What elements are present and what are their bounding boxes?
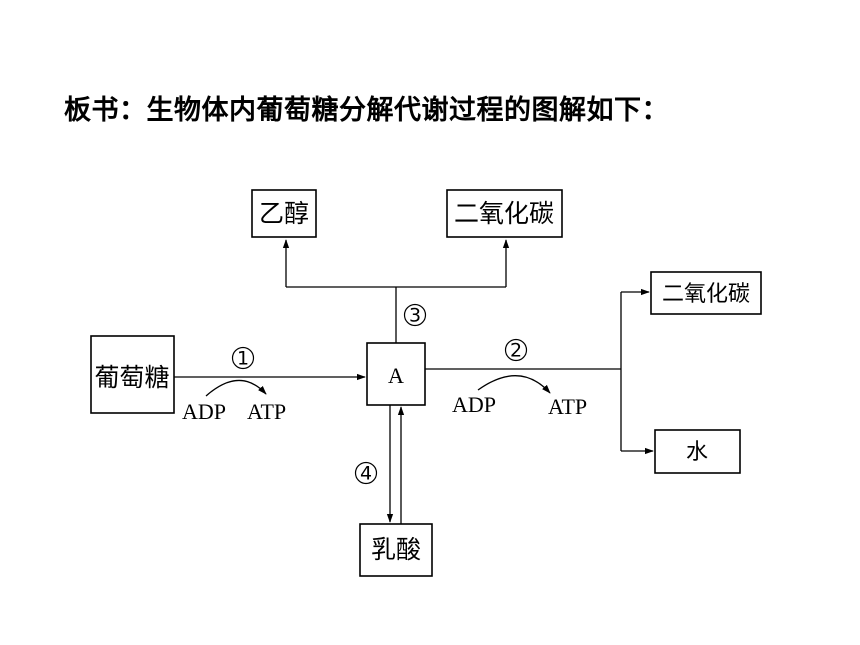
ethanol-node: 乙醇 (251, 189, 317, 238)
step-4-badge: 4 (354, 461, 378, 485)
lactic-acid-label: 乳酸 (371, 535, 421, 564)
svg-text:2: 2 (510, 340, 522, 362)
water-node: 水 (654, 429, 741, 474)
a-label: A (388, 363, 404, 388)
co2-top-node: 二氧化碳 (446, 189, 563, 238)
arrow-adp-to-atp-2 (477, 375, 551, 394)
co2-right-label: 二氧化碳 (662, 282, 750, 307)
atp-label-1: ATP (247, 399, 286, 424)
adp-label-1: ADP (182, 399, 226, 424)
step-2-badge: 2 (504, 338, 528, 362)
svg-text:3: 3 (409, 305, 421, 327)
co2-top-label: 二氧化碳 (454, 199, 554, 228)
page-heading: 板书：生物体内葡萄糖分解代谢过程的图解如下： (64, 95, 669, 126)
step-1-badge: 1 (231, 346, 255, 370)
arrow-adp-to-atp-1 (205, 379, 267, 397)
ethanol-label: 乙醇 (259, 199, 309, 228)
glucose-node: 葡萄糖 (90, 335, 175, 414)
a-node: A (366, 342, 426, 406)
svg-text:4: 4 (360, 463, 372, 485)
svg-text:1: 1 (237, 348, 249, 370)
water-label: 水 (686, 440, 708, 465)
atp-label-2: ATP (548, 394, 587, 419)
co2-right-node: 二氧化碳 (650, 271, 762, 315)
glucose-label: 葡萄糖 (94, 363, 169, 392)
lactic-acid-node: 乳酸 (359, 523, 433, 577)
adp-label-2: ADP (452, 392, 496, 417)
step-3-badge: 3 (403, 303, 427, 327)
